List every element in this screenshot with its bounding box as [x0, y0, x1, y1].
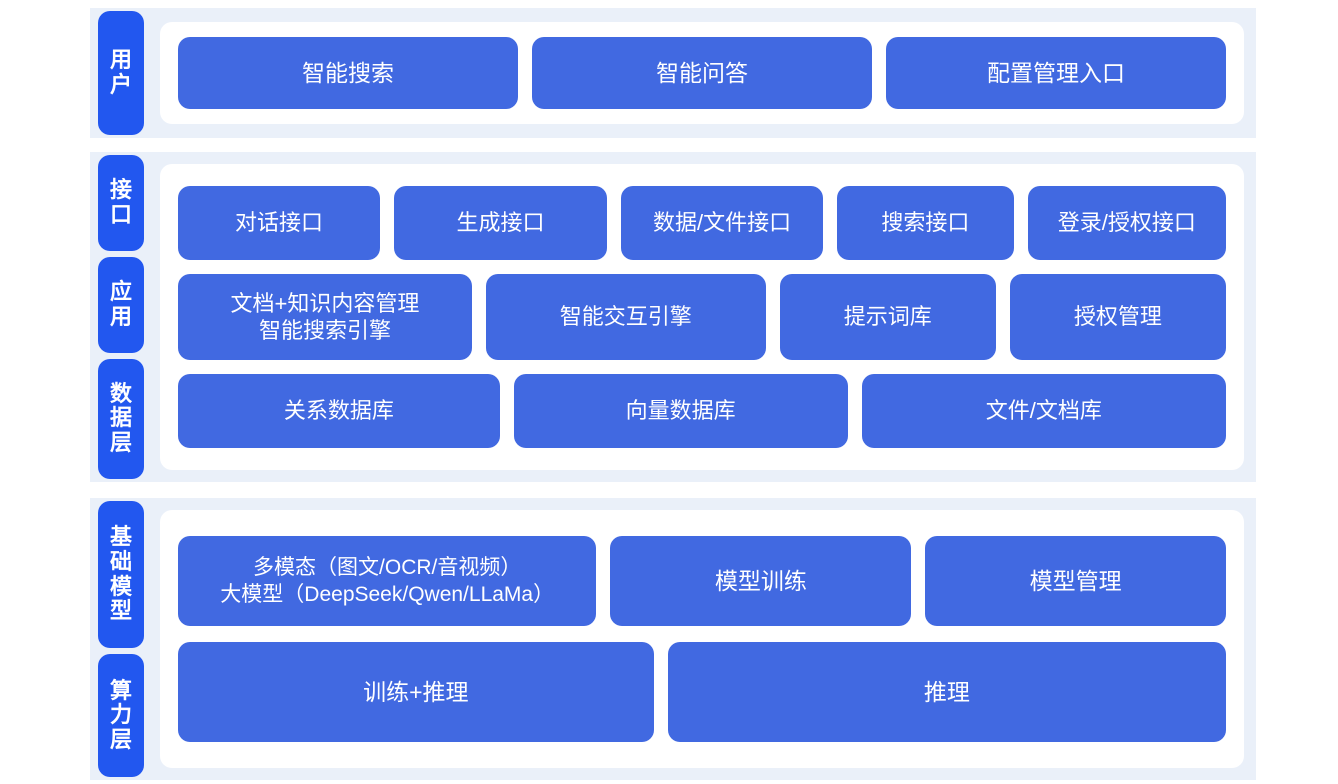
box-data-file-interface[interactable]: 数据/文件接口	[621, 186, 824, 260]
section-platform-panel: 对话接口 生成接口 数据/文件接口 搜索接口 登录/授权接口 文档+知识内容管理…	[160, 164, 1244, 470]
layer-tab-application-label: 应用	[109, 279, 132, 329]
box-search-interface[interactable]: 搜索接口	[837, 186, 1014, 260]
box-prompt-library[interactable]: 提示词库	[779, 274, 996, 360]
box-vector-database[interactable]: 向量数据库	[513, 374, 848, 448]
box-dialog-interface[interactable]: 对话接口	[178, 186, 381, 260]
layer-tab-interface-label: 接口	[109, 177, 132, 227]
section-platform: 接口 应用 数据层 对话接口 生成接口 数据/文件接口 搜索接口 登录/授权接口…	[90, 152, 1256, 482]
section-foundation-rail: 基础模型 算力层	[90, 498, 152, 780]
section-platform-rail: 接口 应用 数据层	[90, 152, 152, 482]
box-multimodal-large-model[interactable]: 多模态（图文/OCR/音视频） 大模型（DeepSeek/Qwen/LLaMa）	[178, 536, 597, 626]
layer-tab-user-label: 用户	[109, 47, 132, 97]
section-foundation-panel: 多模态（图文/OCR/音视频） 大模型（DeepSeek/Qwen/LLaMa）…	[160, 510, 1244, 768]
row-compute: 训练+推理 推理	[178, 642, 1226, 742]
layer-tab-interface[interactable]: 接口	[98, 155, 144, 251]
box-login-auth-interface[interactable]: 登录/授权接口	[1027, 186, 1226, 260]
layer-tab-data[interactable]: 数据层	[98, 358, 144, 480]
box-file-document-store[interactable]: 文件/文档库	[861, 374, 1226, 448]
box-document-knowledge-management[interactable]: 文档+知识内容管理 智能搜索引擎	[178, 274, 472, 360]
box-training-inference[interactable]: 训练+推理	[178, 642, 654, 742]
section-user: 用户 智能搜索 智能问答 配置管理入口	[90, 8, 1256, 138]
box-model-management[interactable]: 模型管理	[925, 536, 1227, 626]
row-data: 关系数据库 向量数据库 文件/文档库	[178, 374, 1226, 448]
box-model-training[interactable]: 模型训练	[610, 536, 912, 626]
box-interaction-engine[interactable]: 智能交互引擎	[485, 274, 766, 360]
section-foundation: 基础模型 算力层 多模态（图文/OCR/音视频） 大模型（DeepSeek/Qw…	[90, 498, 1256, 780]
box-generation-interface[interactable]: 生成接口	[394, 186, 608, 260]
box-config-management-entry[interactable]: 配置管理入口	[886, 37, 1226, 109]
box-smart-search[interactable]: 智能搜索	[178, 37, 518, 109]
layer-tab-application[interactable]: 应用	[98, 256, 144, 353]
box-authorization-management[interactable]: 授权管理	[1009, 274, 1226, 360]
box-relational-database[interactable]: 关系数据库	[178, 374, 500, 448]
row-model: 多模态（图文/OCR/音视频） 大模型（DeepSeek/Qwen/LLaMa）…	[178, 536, 1227, 626]
row-application: 文档+知识内容管理 智能搜索引擎 智能交互引擎 提示词库 授权管理	[178, 274, 1226, 360]
layer-tab-data-label: 数据层	[109, 380, 132, 456]
layer-tab-user[interactable]: 用户	[98, 11, 144, 135]
layer-tab-compute-label: 算力层	[109, 677, 132, 752]
box-inference[interactable]: 推理	[667, 642, 1226, 742]
layer-tab-foundation-model[interactable]: 基础模型	[98, 501, 144, 649]
row-user-entries: 智能搜索 智能问答 配置管理入口	[178, 37, 1226, 109]
box-smart-qa[interactable]: 智能问答	[532, 37, 872, 109]
row-interface: 对话接口 生成接口 数据/文件接口 搜索接口 登录/授权接口	[178, 186, 1226, 260]
layer-tab-compute[interactable]: 算力层	[98, 654, 144, 777]
layer-tab-foundation-model-label: 基础模型	[109, 524, 132, 624]
section-user-panel: 智能搜索 智能问答 配置管理入口	[160, 22, 1244, 124]
section-user-rail: 用户	[90, 8, 152, 138]
